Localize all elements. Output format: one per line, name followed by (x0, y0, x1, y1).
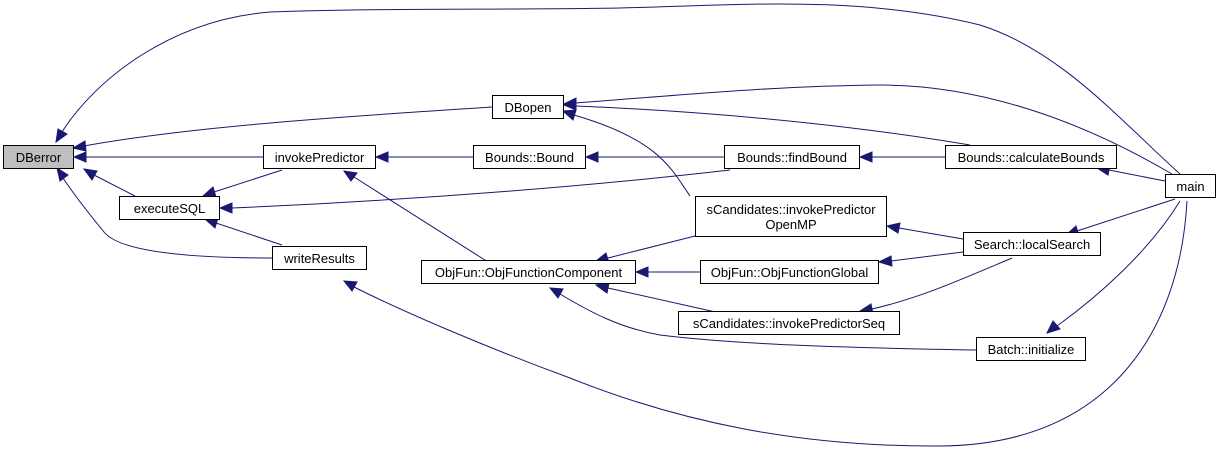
edge-localsearch-objfunglobal-arrow (877, 255, 893, 267)
edge-executesql-invokepredictor (213, 169, 283, 193)
edge-scandidatesopenmp-dbopen (573, 114, 691, 197)
edge-localsearch-scandidatesopenmp-arrow (885, 222, 901, 234)
node-batch-initialize[interactable]: Batch::initialize (976, 337, 1086, 361)
edge-findbound-executesql (231, 169, 731, 209)
edge-scandidatesseq-objfuncomponent (607, 287, 721, 314)
edge-writeresults-dberror-arrow (56, 166, 69, 182)
node-bounds-bound[interactable]: Bounds::Bound (473, 145, 586, 169)
node-search-local-search[interactable]: Search::localSearch (963, 232, 1101, 256)
edge-objfunglobal-objfuncomponent-arrow (634, 266, 649, 278)
edge-main-writeresults (353, 200, 1188, 447)
edge-scandidatesopenmp-objfuncomponent (607, 235, 696, 259)
edge-executesql-dberror-arrow (82, 168, 98, 181)
edge-main-batchinitialize (1056, 200, 1181, 327)
edge-localsearch-scandidatesopenmp (898, 227, 964, 240)
node-bounds-find-bound[interactable]: Bounds::findBound (724, 145, 860, 169)
edge-main-batchinitialize-arrow (1046, 320, 1061, 334)
edge-objfuncomponent-invokepredictor (353, 176, 489, 263)
node-execute-sql[interactable]: executeSQL (119, 196, 220, 220)
edge-bound-invokepredictor-arrow (374, 151, 389, 163)
edge-objfuncomponent-invokepredictor-arrow (342, 170, 358, 182)
edge-main-writeresults-arrow (342, 280, 358, 292)
node-objfun-global[interactable]: ObjFun::ObjFunctionGlobal (700, 260, 879, 284)
node-bounds-calculate-bounds[interactable]: Bounds::calculateBounds (945, 145, 1117, 169)
node-objfun-component[interactable]: ObjFun::ObjFunctionComponent (421, 260, 636, 284)
node-main[interactable]: main (1165, 174, 1216, 198)
node-write-results[interactable]: writeResults (272, 246, 367, 270)
edge-invokepredictor-dberror-arrow (72, 151, 87, 163)
edge-main-calculatebounds (1108, 169, 1166, 182)
edge-batchinitialize-objfuncomponent-arrow (548, 287, 564, 299)
edge-dbopen-dberror (83, 106, 493, 147)
edge-scandidatesopenmp-dbopen-arrow (561, 109, 577, 121)
edge-writeresults-executesql (215, 222, 283, 246)
edge-findbound-executesql-arrow (218, 202, 233, 214)
node-dberror[interactable]: DBerror (3, 145, 74, 169)
edge-findbound-bound-arrow (584, 151, 599, 163)
edge-main-dberror (61, 3, 1181, 175)
node-dbopen[interactable]: DBopen (492, 95, 564, 119)
edge-batchinitialize-objfuncomponent (559, 293, 977, 351)
edge-main-dbopen-arrow (562, 97, 577, 109)
edge-main-dberror-arrow (55, 128, 68, 144)
node-invoke-predictor[interactable]: invokePredictor (263, 145, 376, 169)
edge-scandidatesseq-objfuncomponent-arrow (594, 282, 610, 294)
node-scandidates-seq[interactable]: sCandidates::invokePredictorSeq (678, 311, 900, 335)
edge-localsearch-objfunglobal (890, 251, 964, 262)
node-scandidates-openmp[interactable]: sCandidates::invokePredictor OpenMP (695, 196, 887, 237)
edge-calculatebounds-dbopen (575, 105, 971, 146)
edge-writeresults-dberror (62, 177, 273, 259)
edge-localsearch-scandidatesseq (871, 257, 1013, 310)
edge-main-dbopen (575, 84, 1173, 175)
edge-executesql-dberror (93, 174, 136, 197)
edge-main-localsearch (1076, 198, 1176, 232)
edge-dbopen-dberror-arrow (71, 140, 87, 152)
edge-calculatebounds-findbound-arrow (858, 151, 873, 163)
